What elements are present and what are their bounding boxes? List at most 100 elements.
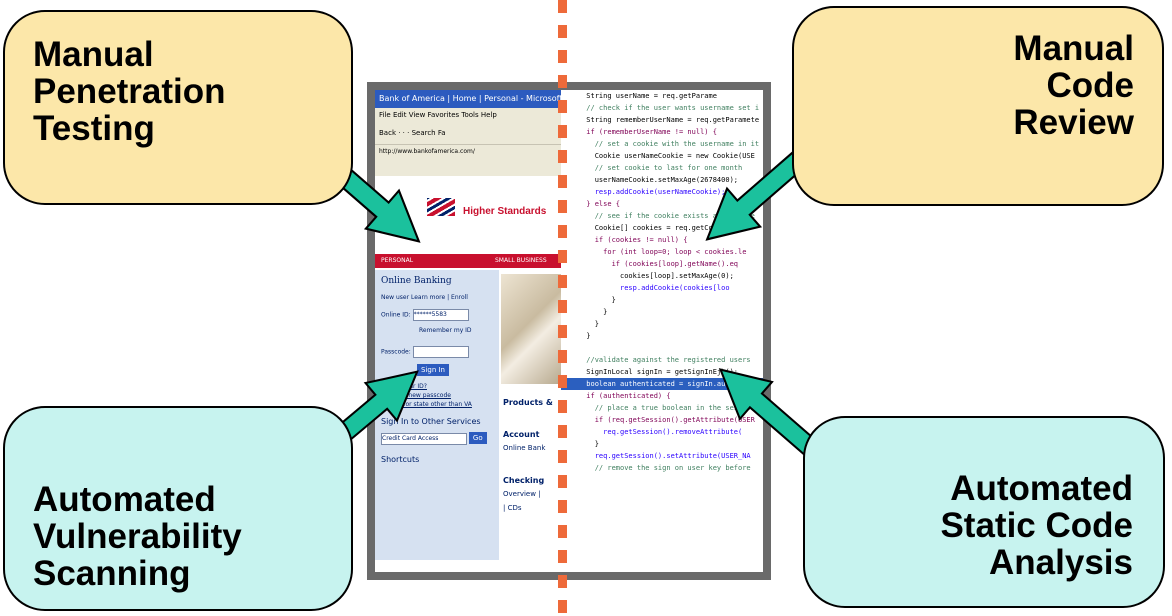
box-manual-code-review: Manual Code Review bbox=[792, 6, 1164, 206]
code-line-text: } bbox=[561, 296, 616, 304]
code-line: resp.addCookie(userNameCookie); bbox=[561, 186, 763, 198]
box-label-line: Scanning bbox=[33, 554, 191, 593]
code-line: } bbox=[561, 306, 763, 318]
code-line: if (cookies[loop].getName().eq bbox=[561, 258, 763, 270]
online-id-field: ******5583 bbox=[412, 309, 469, 321]
account-text: Account bbox=[503, 430, 540, 439]
box-automated-static-code-analysis: Automated Static Code Analysis bbox=[803, 416, 1165, 608]
overview-text: Overview | bbox=[503, 490, 541, 498]
code-line-text: } bbox=[561, 332, 591, 340]
code-line: for (int loop=0; loop < cookies.le bbox=[561, 246, 763, 258]
passcode-label: Passcode: bbox=[381, 348, 411, 356]
code-line: String userName = req.getParame bbox=[561, 90, 763, 102]
code-line: cookies[loop].setMaxAge(0); bbox=[561, 270, 763, 282]
code-line: resp.addCookie(cookies[loo bbox=[561, 282, 763, 294]
code-line-text: String rememberUserName = req.getParamet… bbox=[561, 116, 760, 124]
shortcuts-title: Shortcuts bbox=[381, 454, 420, 464]
code-line-text: cookies[loop].setMaxAge(0); bbox=[561, 272, 734, 280]
dashed-divider-line bbox=[558, 0, 567, 616]
passcode-field bbox=[412, 346, 469, 358]
browser-address-bar: http://www.bankofamerica.com/ bbox=[375, 145, 561, 159]
screenshot-frame: Bank of America | Home | Personal - Micr… bbox=[367, 82, 771, 580]
bank-web-page: rica Higher Standards PERSONAL SMALL BUS… bbox=[375, 176, 561, 572]
code-line: // check if the user wants username set … bbox=[561, 102, 763, 114]
code-line-text: Cookie userNameCookie = new Cookie(USE bbox=[561, 152, 755, 160]
code-editor: String userName = req.getParame // check… bbox=[561, 90, 763, 572]
other-services-title: Sign In to Other Services bbox=[381, 417, 481, 426]
code-line-text: } bbox=[561, 308, 608, 316]
code-line-text: if (authenticated) { bbox=[561, 392, 671, 400]
code-line: Cookie userNameCookie = new Cookie(USE bbox=[561, 150, 763, 162]
browser-menu-bar: File Edit View Favorites Tools Help bbox=[375, 108, 561, 122]
code-line: if (rememberUserName != null) { bbox=[561, 126, 763, 138]
nav-small-business: SMALL BUSINESS bbox=[495, 257, 547, 264]
box-label-line: Vulnerability bbox=[33, 517, 242, 556]
code-line: } bbox=[561, 294, 763, 306]
box-label-line: Analysis bbox=[989, 543, 1133, 582]
code-line-text: resp.addCookie(userNameCookie); bbox=[561, 188, 726, 196]
code-line: //validate against the registered users bbox=[561, 354, 763, 366]
remember-id-text: Remember my ID bbox=[419, 327, 472, 334]
box-label-line: Testing bbox=[33, 109, 155, 148]
browser-toolbar: Back · · · Search Fa bbox=[375, 122, 561, 145]
code-line-text: // check if the user wants username set … bbox=[561, 104, 760, 112]
code-line: } else { bbox=[561, 198, 763, 210]
logo-slogan: Higher Standards bbox=[463, 206, 547, 217]
code-line: } bbox=[561, 438, 763, 450]
box-label-line: Penetration bbox=[33, 72, 226, 111]
browser-title-bar: Bank of America | Home | Personal - Micr… bbox=[375, 90, 561, 108]
online-id-label: Online ID: bbox=[381, 311, 411, 319]
code-line-text: if (req.getSession().getAttribute(USER bbox=[561, 416, 755, 424]
code-line-text: if (cookies[loop].getName().eq bbox=[561, 260, 739, 268]
code-line-text: String userName = req.getParame bbox=[561, 92, 717, 100]
code-line: // set cookie to last for one month bbox=[561, 162, 763, 174]
code-line: if (req.getSession().getAttribute(USER bbox=[561, 414, 763, 426]
box-label-line: Manual bbox=[33, 35, 154, 74]
credit-card-select: Credit Card Access bbox=[381, 432, 467, 445]
code-line-text: // set a cookie with the username in it bbox=[561, 140, 760, 148]
code-line-text: req.getSession().removeAttribute( bbox=[561, 428, 743, 436]
code-line: req.getSession().setAttribute(USER_NA bbox=[561, 450, 763, 462]
nav-personal: PERSONAL bbox=[381, 257, 414, 264]
code-line-text: userNameCookie.setMaxAge(2678400); bbox=[561, 176, 739, 184]
other-state-link: Sign in for state other than VA bbox=[381, 401, 472, 408]
code-line-text: //validate against the registered users bbox=[561, 356, 751, 364]
papers-photo bbox=[501, 274, 561, 384]
code-line-text: } bbox=[561, 440, 599, 448]
code-line-text: // set cookie to last for one month bbox=[561, 164, 743, 172]
flag-logo-icon bbox=[427, 198, 455, 216]
code-line-text: // remove the sign on user key before bbox=[561, 464, 751, 472]
box-label-line: Static Code bbox=[940, 506, 1133, 545]
code-line: } bbox=[561, 330, 763, 342]
box-label-line: Automated bbox=[950, 469, 1133, 508]
online-bank-text: Online Bank bbox=[503, 444, 546, 452]
cds-text: | CDs bbox=[503, 504, 522, 512]
code-line-text: if (rememberUserName != null) { bbox=[561, 128, 717, 136]
go-button: Go bbox=[468, 432, 487, 444]
code-line: if (authenticated) { bbox=[561, 390, 763, 402]
box-automated-vulnerability-scanning: Automated Vulnerability Scanning bbox=[3, 406, 353, 611]
code-line-text: resp.addCookie(cookies[loo bbox=[561, 284, 730, 292]
code-line: // set a cookie with the username in it bbox=[561, 138, 763, 150]
box-label-line: Automated bbox=[33, 480, 216, 519]
create-passcode-link: Create a new passcode bbox=[381, 392, 451, 399]
code-line-text: } else { bbox=[561, 200, 621, 208]
box-label-line: Code bbox=[1046, 66, 1135, 105]
code-line: } bbox=[561, 318, 763, 330]
code-line-text: req.getSession().setAttribute(USER_NA bbox=[561, 452, 751, 460]
box-label-line: Review bbox=[1013, 103, 1134, 142]
screenshot-content: Bank of America | Home | Personal - Micr… bbox=[375, 90, 763, 572]
code-line: // remove the sign on user key before bbox=[561, 462, 763, 474]
box-manual-penetration-testing: Manual Penetration Testing bbox=[3, 10, 353, 205]
code-line: SignInLocal signIn = getSignInEjb(); bbox=[561, 366, 763, 378]
sign-in-button: Sign In bbox=[417, 364, 449, 376]
browser-window: Bank of America | Home | Personal - Micr… bbox=[375, 90, 561, 572]
online-banking-title: Online Banking bbox=[381, 276, 452, 286]
code-line-text: } bbox=[561, 320, 599, 328]
code-line: userNameCookie.setMaxAge(2678400); bbox=[561, 174, 763, 186]
code-line-text: SignInLocal signIn = getSignInEjb(); bbox=[561, 368, 739, 376]
new-user-text: New user Learn more | Enroll bbox=[381, 294, 468, 301]
code-line: if (cookies != null) { bbox=[561, 234, 763, 246]
code-line-text: if (cookies != null) { bbox=[561, 236, 688, 244]
code-line-text: for (int loop=0; loop < cookies.le bbox=[561, 248, 747, 256]
